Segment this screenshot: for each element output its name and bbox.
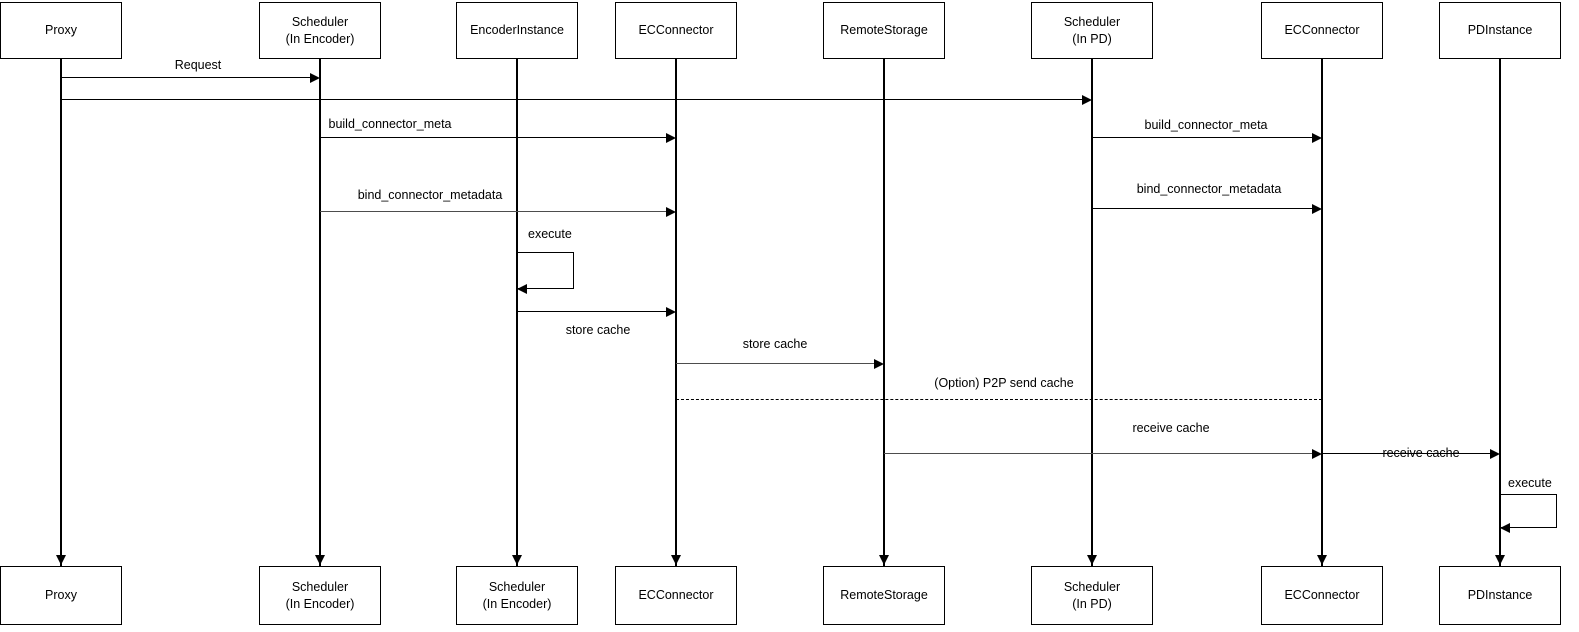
self-call-label-s2: execute (1508, 476, 1552, 490)
message-line-m2 (61, 99, 1083, 100)
participant-top-sched_enc[interactable]: Scheduler (In Encoder) (259, 2, 381, 59)
participant-label: Proxy (45, 23, 77, 38)
participant-bottom-ecconn_pd[interactable]: ECConnector (1261, 566, 1383, 625)
lifeline-stem-ecconn_pd (1321, 59, 1323, 566)
participant-bottom-sched_pd[interactable]: Scheduler (In PD) (1031, 566, 1153, 625)
message-line-m4 (1092, 137, 1313, 138)
participant-sublabel: (In Encoder) (482, 596, 552, 611)
lifeline-end-arrow-remote (879, 555, 889, 565)
message-label-m8: store cache (742, 337, 808, 351)
participant-top-remote[interactable]: RemoteStorage (823, 2, 945, 59)
message-line-m9 (676, 399, 1322, 400)
message-line-m8 (676, 363, 875, 364)
lifeline-end-arrow-ecconn_enc (671, 555, 681, 565)
participant-bottom-remote[interactable]: RemoteStorage (823, 566, 945, 625)
message-label-m3: build_connector_meta (328, 117, 452, 131)
participant-label: ECConnector (638, 23, 714, 38)
participant-label: ECConnector (1284, 23, 1360, 38)
lifeline-end-arrow-pd_inst (1495, 555, 1505, 565)
self-call-label-s1: execute (528, 227, 572, 241)
lifeline-end-arrow-ecconn_pd (1317, 555, 1327, 565)
message-line-m7 (517, 311, 667, 312)
participant-label: Proxy (45, 588, 77, 603)
message-label-m11: receive cache (1382, 446, 1460, 460)
participant-sublabel: (In PD) (1072, 31, 1112, 46)
participant-label: Scheduler (488, 579, 546, 594)
participant-top-encoder_inst[interactable]: EncoderInstance (456, 2, 578, 59)
lifeline-stem-sched_pd (1091, 59, 1093, 566)
participant-bottom-sched_enc[interactable]: Scheduler (In Encoder) (259, 566, 381, 625)
participant-bottom-encoder_inst[interactable]: Scheduler (In Encoder) (456, 566, 578, 625)
participant-label: PDInstance (1467, 588, 1533, 603)
participant-top-proxy[interactable]: Proxy (0, 2, 122, 59)
participant-label: RemoteStorage (840, 588, 928, 603)
message-label-m4: build_connector_meta (1144, 118, 1268, 132)
participant-top-ecconn_enc[interactable]: ECConnector (615, 2, 737, 59)
message-label-m10: receive cache (1132, 421, 1210, 435)
self-call-box-s2 (1500, 494, 1557, 528)
participant-bottom-ecconn_enc[interactable]: ECConnector (615, 566, 737, 625)
lifeline-stem-sched_enc (319, 59, 321, 566)
message-arrowhead-m4 (1312, 133, 1322, 143)
lifeline-end-arrow-sched_enc (315, 555, 325, 565)
lifeline-stem-remote (883, 59, 885, 566)
participant-label: Scheduler (1063, 579, 1121, 594)
self-call-box-s1 (517, 252, 574, 289)
message-line-m1 (61, 77, 311, 78)
message-arrowhead-m5 (666, 207, 676, 217)
self-call-arrowhead-s2 (1500, 523, 1510, 533)
participant-label: ECConnector (638, 588, 714, 603)
message-line-m3 (320, 137, 667, 138)
participant-label: Scheduler (291, 14, 349, 29)
participant-label: Scheduler (291, 579, 349, 594)
message-line-m10 (884, 453, 1313, 454)
participant-label: Scheduler (1063, 14, 1121, 29)
participant-sublabel: (In Encoder) (285, 31, 355, 46)
self-call-arrowhead-s1 (517, 284, 527, 294)
message-label-m5: bind_connector_metadata (357, 188, 503, 202)
message-arrowhead-m6 (1312, 204, 1322, 214)
participant-sublabel: (In Encoder) (285, 596, 355, 611)
lifeline-end-arrow-sched_pd (1087, 555, 1097, 565)
participant-label: PDInstance (1467, 23, 1533, 38)
participant-label: RemoteStorage (840, 23, 928, 38)
lifeline-end-arrow-encoder_inst (512, 555, 522, 565)
participant-sublabel: (In PD) (1072, 596, 1112, 611)
participant-top-pd_inst[interactable]: PDInstance (1439, 2, 1561, 59)
participant-bottom-pd_inst[interactable]: PDInstance (1439, 566, 1561, 625)
message-arrowhead-m11 (1490, 449, 1500, 459)
message-arrowhead-m3 (666, 133, 676, 143)
message-label-m1: Request (174, 58, 222, 72)
participant-label: EncoderInstance (470, 23, 564, 38)
participant-bottom-proxy[interactable]: Proxy (0, 566, 122, 625)
message-arrowhead-m2 (1082, 95, 1092, 105)
lifeline-stem-proxy (60, 59, 62, 566)
message-label-m9: (Option) P2P send cache (934, 376, 1074, 390)
message-line-m11 (1322, 453, 1491, 454)
participant-label: ECConnector (1284, 588, 1360, 603)
message-line-m6 (1092, 208, 1313, 209)
participant-top-ecconn_pd[interactable]: ECConnector (1261, 2, 1383, 59)
message-arrowhead-m10 (1312, 449, 1322, 459)
message-line-m5 (320, 211, 667, 212)
lifeline-stem-encoder_inst (516, 59, 518, 566)
message-arrowhead-m1 (310, 73, 320, 83)
participant-top-sched_pd[interactable]: Scheduler (In PD) (1031, 2, 1153, 59)
lifeline-stem-pd_inst (1499, 59, 1501, 566)
message-arrowhead-m7 (666, 307, 676, 317)
lifeline-end-arrow-proxy (56, 555, 66, 565)
message-arrowhead-m8 (874, 359, 884, 369)
message-label-m6: bind_connector_metadata (1136, 182, 1282, 196)
message-label-m7: store cache (565, 323, 631, 337)
